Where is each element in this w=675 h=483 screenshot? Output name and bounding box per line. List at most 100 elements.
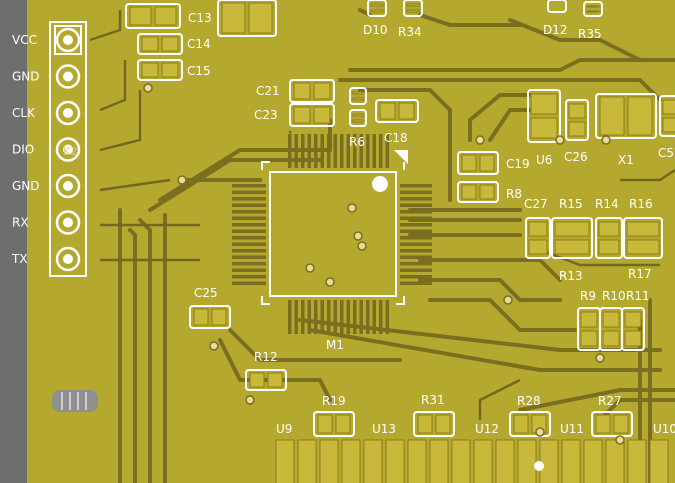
ic-pin — [333, 300, 337, 334]
ic-m1-body — [269, 171, 397, 297]
component-r19[interactable] — [313, 411, 355, 437]
label-r12: R12 — [254, 350, 278, 364]
label-c25: C25 — [194, 286, 218, 300]
ic-m1-corner-marks — [261, 161, 405, 305]
component-u6[interactable] — [527, 89, 561, 143]
component-c27[interactable] — [525, 217, 551, 259]
header-pin-hole — [63, 181, 73, 191]
ic-pin — [314, 134, 318, 168]
component-c18[interactable] — [375, 99, 419, 123]
component-d12[interactable] — [547, 0, 567, 13]
component-r11[interactable] — [621, 307, 645, 351]
ic-pin — [400, 281, 432, 285]
ic-pin — [288, 134, 292, 168]
component-r9[interactable] — [577, 307, 601, 351]
ic-pin — [400, 223, 432, 227]
label-r27: R27 — [598, 394, 622, 408]
ic-pin — [400, 229, 432, 233]
component-r6b[interactable] — [349, 109, 367, 127]
ic-pin — [400, 249, 432, 253]
u11-pin1-dot — [534, 461, 544, 471]
label-u6: U6 — [536, 153, 552, 167]
component-r16[interactable] — [623, 217, 663, 259]
ic-m1-label: M1 — [326, 338, 344, 352]
ic-pin — [372, 300, 376, 334]
component-x1[interactable] — [595, 93, 657, 139]
ic-pin — [379, 300, 383, 334]
ic-pin — [294, 300, 298, 334]
ic-pin — [320, 300, 324, 334]
label-c15: C15 — [187, 64, 211, 78]
component-r6a[interactable] — [349, 87, 367, 105]
ic-pin — [301, 300, 305, 334]
component-top1[interactable] — [217, 0, 277, 37]
label-c18: C18 — [384, 131, 408, 145]
label-u9: U9 — [276, 422, 292, 436]
ic-pin — [301, 134, 305, 168]
component-c13[interactable] — [125, 3, 181, 29]
component-r10[interactable] — [599, 307, 623, 351]
ic-pin — [333, 134, 337, 168]
ic-pin — [366, 134, 370, 168]
label-d10: D10 — [363, 23, 388, 37]
component-c14[interactable] — [137, 33, 183, 55]
ic-pin — [400, 210, 432, 214]
pin-header-k2[interactable]: K2 — [49, 21, 87, 277]
ic-pin — [340, 134, 344, 168]
component-c25[interactable] — [189, 305, 231, 329]
header-pins — [55, 27, 81, 272]
ic-pin — [400, 190, 432, 194]
ic-pin — [400, 275, 432, 279]
header-pin-hole — [63, 71, 73, 82]
ic-pin — [400, 236, 432, 240]
component-r34[interactable] — [403, 0, 423, 17]
ic-pin — [294, 134, 298, 168]
label-r17: R17 — [628, 267, 652, 281]
ic-pin — [400, 184, 432, 188]
header-designator: K2 — [63, 145, 77, 158]
component-r8[interactable] — [457, 181, 499, 203]
component-c5[interactable] — [659, 95, 675, 137]
label-x1: X1 — [618, 153, 634, 167]
component-c19[interactable] — [457, 151, 499, 175]
component-r35[interactable] — [583, 1, 603, 17]
label-d12: D12 — [543, 23, 568, 37]
label-u10: U10 — [653, 422, 675, 436]
ic-pin — [232, 184, 266, 188]
component-r31[interactable] — [413, 411, 455, 437]
component-c15[interactable] — [137, 59, 183, 81]
label-r10: R10 — [602, 289, 626, 303]
component-c21[interactable] — [289, 79, 335, 103]
label-c5: C5 — [658, 146, 674, 160]
label-r34: R34 — [398, 25, 422, 39]
component-r12[interactable] — [245, 369, 287, 391]
ic-pin — [232, 236, 266, 240]
component-c26[interactable] — [565, 99, 589, 141]
label-r14: R14 — [595, 197, 619, 211]
ic-pin — [385, 134, 389, 168]
via-cluster — [52, 390, 98, 412]
component-r15[interactable] — [551, 217, 593, 259]
header-pin-hole — [63, 217, 73, 228]
label-c26: C26 — [564, 150, 588, 164]
component-r27[interactable] — [591, 411, 633, 437]
ic-pin — [372, 134, 376, 168]
header-outline — [49, 21, 87, 277]
pin1-triangle — [394, 150, 408, 164]
label-r19: R19 — [322, 394, 346, 408]
label-r31: R31 — [421, 393, 445, 407]
ic-pin — [346, 134, 350, 168]
component-r14[interactable] — [595, 217, 623, 259]
ic-pin — [307, 300, 311, 334]
label-c27: C27 — [524, 197, 548, 211]
component-c23[interactable] — [289, 103, 335, 127]
vias — [143, 83, 625, 445]
label-u13: U13 — [372, 422, 396, 436]
ic-m1[interactable]: M1 — [232, 130, 432, 352]
component-d10[interactable] — [367, 0, 387, 17]
ic-pin — [232, 242, 266, 246]
ic-pin — [346, 300, 350, 334]
label-u12: U12 — [475, 422, 499, 436]
ic-pin — [359, 300, 363, 334]
